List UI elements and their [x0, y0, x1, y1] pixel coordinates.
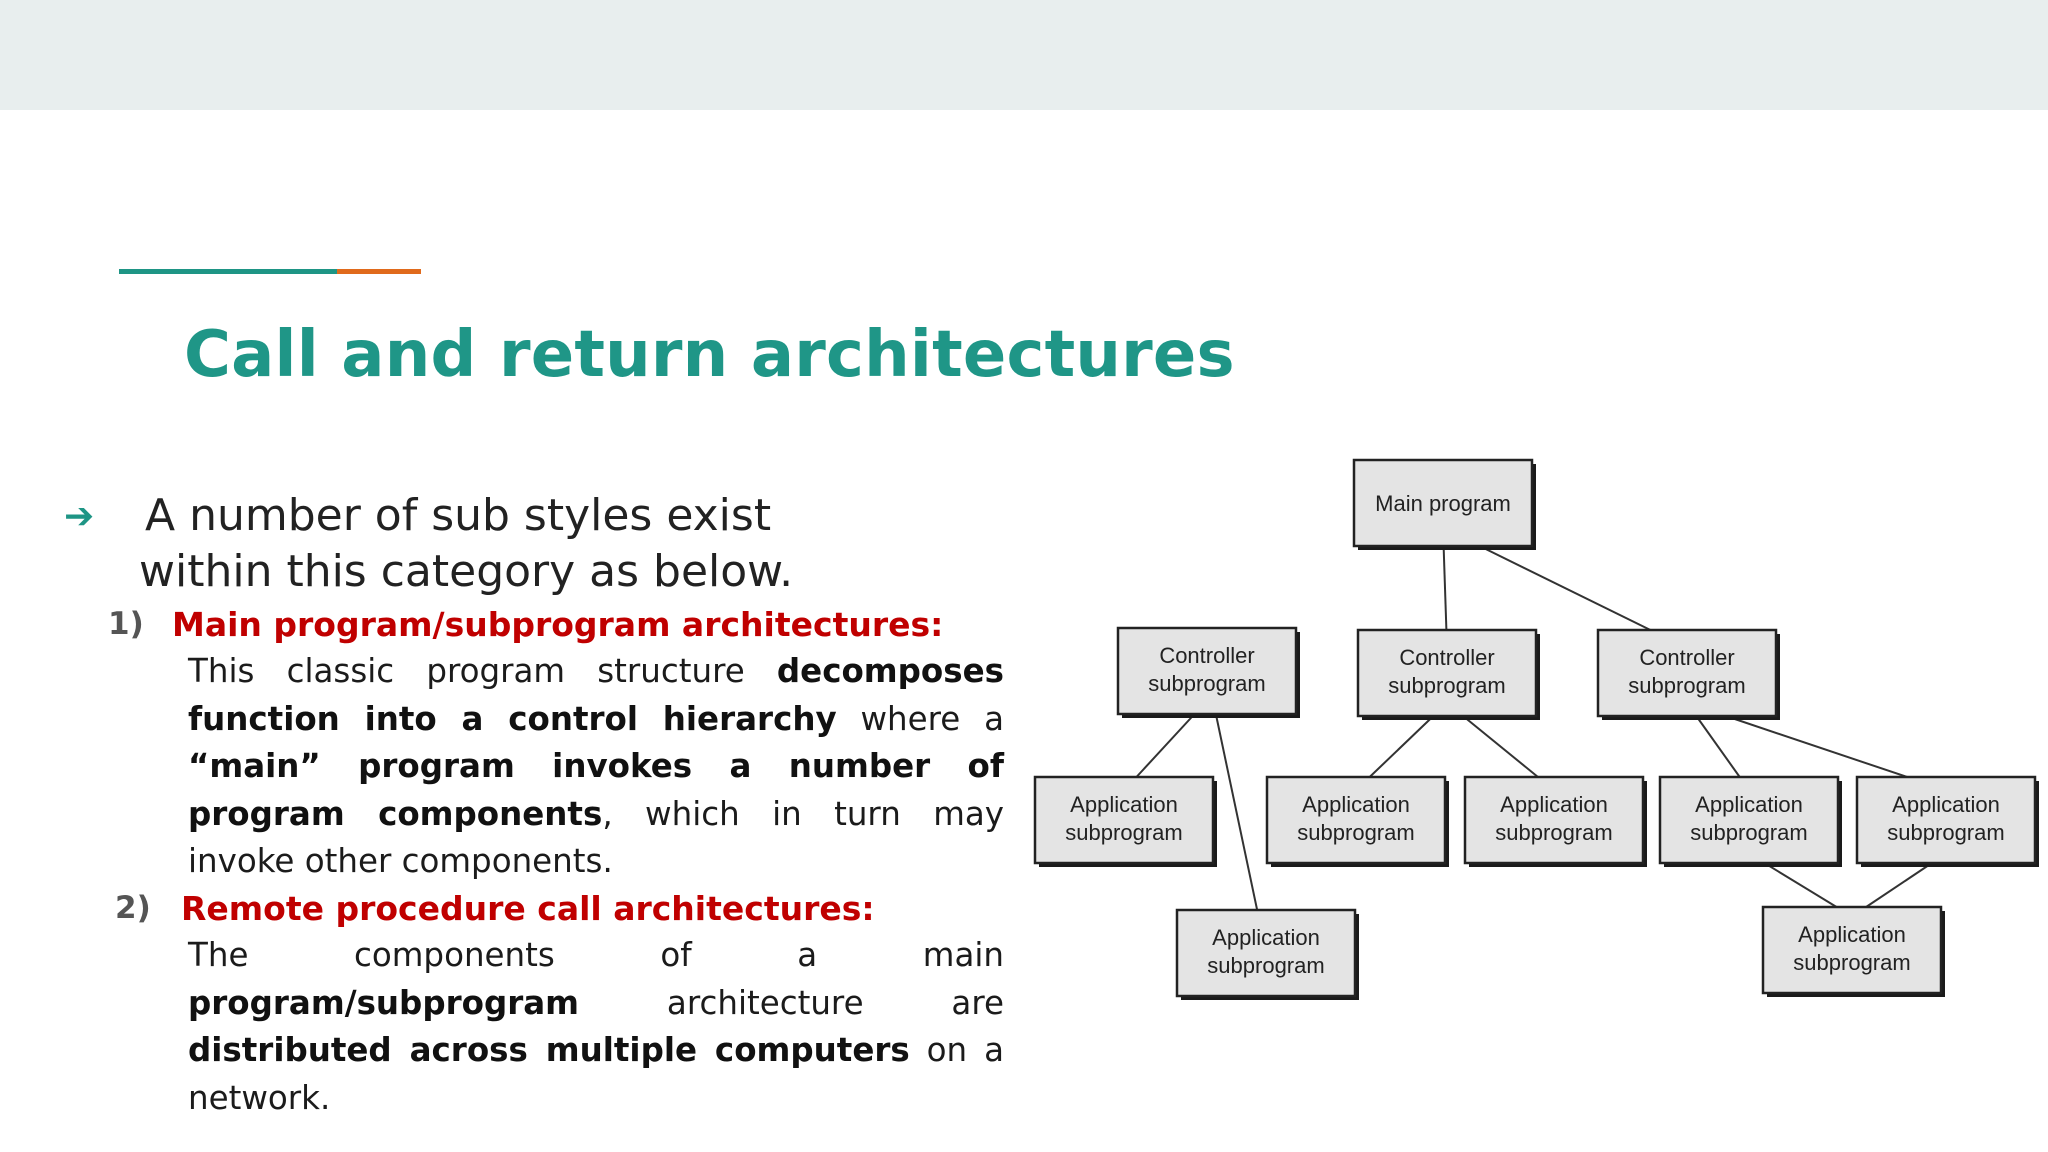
diagram-edge-c2-a3 — [1462, 715, 1539, 778]
diagram-node-c1: Controller subprogram — [1116, 626, 1300, 718]
node-box — [1033, 775, 1215, 865]
node-label: Main program — [1375, 491, 1511, 516]
node-label: subprogram — [1148, 671, 1265, 696]
node-label: subprogram — [1690, 820, 1807, 845]
node-label: Application — [1798, 922, 1906, 947]
node-label: subprogram — [1207, 953, 1324, 978]
node-label: Application — [1212, 925, 1320, 950]
item-heading-2: Remote procedure call architectures: — [181, 889, 875, 928]
item-paragraph-2: The components of a main program/subprog… — [188, 932, 1004, 1122]
accent-line-teal — [119, 269, 337, 274]
diagram-edge-main-c2 — [1442, 545, 1448, 631]
paragraph-run: The components of a main — [188, 936, 1004, 974]
diagram-node-a4: Application subprogram — [1658, 775, 1842, 867]
item-heading-1: Main program/subprogram architectures: — [172, 605, 944, 644]
diagram-edge-c3-a5 — [1725, 715, 1908, 778]
node-box — [1175, 908, 1357, 998]
slide-title: Call and return architectures — [184, 318, 1235, 392]
node-label: Controller — [1399, 645, 1494, 670]
node-box — [1855, 775, 2037, 865]
diagram-node-a5: Application subprogram — [1855, 775, 2039, 867]
node-box — [1761, 905, 1943, 995]
node-label: subprogram — [1495, 820, 1612, 845]
diagram-node-c3: Controller subprogram — [1596, 628, 1780, 720]
node-label: subprogram — [1388, 673, 1505, 698]
node-box — [1463, 775, 1645, 865]
node-label: Application — [1302, 792, 1410, 817]
diagram-edge-c1-a1 — [1135, 713, 1196, 778]
diagram-edge-main-c3 — [1479, 545, 1651, 631]
node-label: Application — [1500, 792, 1608, 817]
diagram-edge-a4-a7 — [1763, 862, 1838, 908]
node-label: subprogram — [1887, 820, 2004, 845]
diagram-node-a3: Application subprogram — [1463, 775, 1647, 867]
top-band — [0, 0, 2048, 110]
item-number-1: 1) — [108, 606, 144, 642]
node-box — [1658, 775, 1840, 865]
node-box — [1596, 628, 1778, 718]
diagram-edge-c2-a2 — [1368, 715, 1435, 778]
bullet-text: A number of sub styles exist within this… — [139, 488, 859, 600]
diagram-node-a7: Application subprogram — [1761, 905, 1945, 997]
paragraph-run: architecture are — [579, 983, 1004, 1022]
paragraph-run: “main” program invokes a number of progr… — [188, 747, 1004, 833]
paragraph-run: on a network. — [188, 1031, 1004, 1117]
accent-line-orange — [337, 269, 421, 274]
diagram-node-a1: Application subprogram — [1033, 775, 1217, 867]
node-label: Application — [1695, 792, 1803, 817]
diagram-edge-c1-a6 — [1214, 713, 1259, 911]
paragraph-run: where a — [836, 699, 1004, 738]
node-label: Application — [1892, 792, 2000, 817]
node-label: subprogram — [1065, 820, 1182, 845]
paragraph-run: decomposes function into a control hiera… — [188, 652, 1004, 738]
diagram-edge-a5-a7 — [1865, 862, 1933, 908]
diagram-node-a2: Application subprogram — [1265, 775, 1449, 867]
node-label: subprogram — [1628, 673, 1745, 698]
node-label: Application — [1070, 792, 1178, 817]
paragraph-run: This classic program structure — [188, 652, 777, 690]
node-label: Controller — [1159, 643, 1254, 668]
node-box — [1116, 626, 1298, 716]
node-label: subprogram — [1793, 950, 1910, 975]
diagram-node-main: Main program — [1352, 458, 1536, 550]
diagram-edge-c3-a4 — [1695, 715, 1741, 778]
item-paragraph-1: This classic program structure decompose… — [188, 648, 1004, 886]
paragraph-run: program/subprogram — [188, 983, 580, 1022]
node-label: Controller — [1639, 645, 1734, 670]
diagram-node-a6: Application subprogram — [1175, 908, 1359, 1000]
bullet-line-1: A number of sub styles exist — [145, 490, 772, 541]
node-box — [1352, 458, 1534, 548]
node-label: subprogram — [1297, 820, 1414, 845]
paragraph-run: , which in turn may invoke other compone… — [188, 794, 1004, 881]
node-box — [1356, 628, 1538, 718]
item-number-2: 2) — [115, 890, 151, 926]
bullet-line-2: within this category as below. — [139, 546, 794, 597]
arrow-right-icon: ➔ — [64, 496, 95, 537]
diagram-node-c2: Controller subprogram — [1356, 628, 1540, 720]
call-hierarchy-diagram: Main programControllersubprogramControll… — [1033, 458, 2039, 1000]
node-box — [1265, 775, 1447, 865]
paragraph-run: distributed across multiple computers — [188, 1031, 910, 1069]
